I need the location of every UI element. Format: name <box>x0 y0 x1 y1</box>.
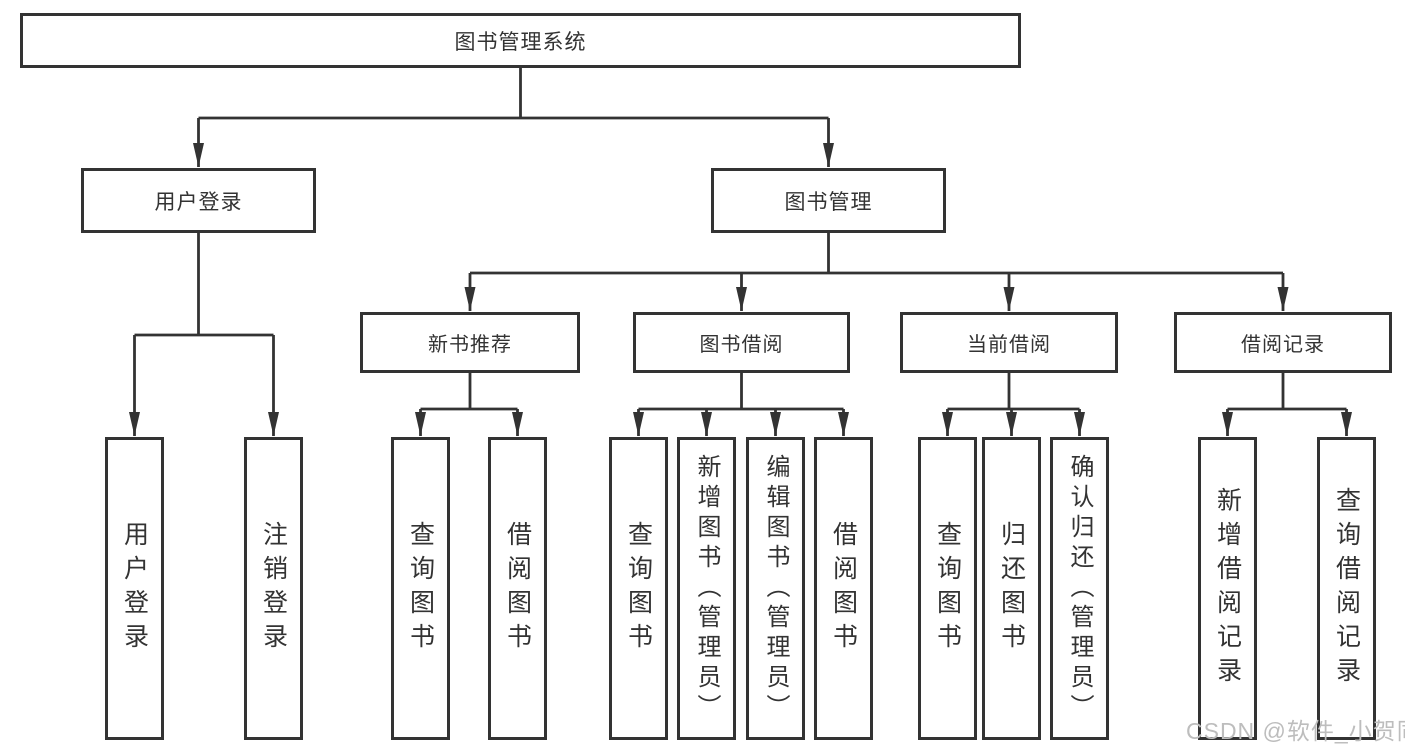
leaf-label: 编辑图书（管理员） <box>762 453 789 724</box>
csdn-watermark: CSDN @软件_小贺同学 <box>1186 718 1405 744</box>
leaf-label: 新增图书（管理员） <box>693 453 720 724</box>
leaf-label: 查询图书 <box>933 520 962 657</box>
leaf-records-add-record: 新增借阅记录 <box>1198 437 1257 740</box>
leaf-label: 借阅图书 <box>503 520 532 657</box>
leaf-records-query-record: 查询借阅记录 <box>1317 437 1376 740</box>
leaf-current-confirm-return-admin: 确认归还（管理员） <box>1050 437 1109 740</box>
leaf-label: 查询借阅记录 <box>1332 486 1361 691</box>
node-label: 新书推荐 <box>428 334 512 356</box>
node-label: 图书管理系统 <box>454 30 587 54</box>
leaf-user-login: 用户登录 <box>105 437 164 740</box>
leaf-label: 归还图书 <box>997 520 1026 657</box>
node-label: 当前借阅 <box>967 334 1051 356</box>
leaf-label: 借阅图书 <box>829 520 858 657</box>
node-library-management-system: 图书管理系统 <box>20 13 1021 68</box>
leaf-current-query-book: 查询图书 <box>918 437 977 740</box>
leaf-label: 确认归还（管理员） <box>1066 453 1093 724</box>
leaf-newrec-query-book: 查询图书 <box>391 437 450 740</box>
node-label: 图书管理 <box>784 190 873 214</box>
node-user-login: 用户登录 <box>81 168 316 233</box>
leaf-borrow-borrow-book: 借阅图书 <box>814 437 873 740</box>
leaf-borrow-edit-book-admin: 编辑图书（管理员） <box>746 437 805 740</box>
node-label: 借阅记录 <box>1241 334 1325 356</box>
leaf-current-return-book: 归还图书 <box>982 437 1041 740</box>
leaf-label: 查询图书 <box>624 520 653 657</box>
leaf-label: 新增借阅记录 <box>1213 486 1242 691</box>
leaf-label: 用户登录 <box>120 520 149 657</box>
leaf-label: 查询图书 <box>406 520 435 657</box>
leaf-borrow-add-book-admin: 新增图书（管理员） <box>677 437 736 740</box>
node-label: 图书借阅 <box>699 334 784 356</box>
node-book-borrow: 图书借阅 <box>633 312 850 373</box>
leaf-newrec-borrow-book: 借阅图书 <box>488 437 547 740</box>
leaf-label: 注销登录 <box>259 520 288 657</box>
leaf-logout: 注销登录 <box>244 437 303 740</box>
node-borrow-records: 借阅记录 <box>1174 312 1392 373</box>
node-new-book-recommend: 新书推荐 <box>360 312 580 373</box>
node-book-management: 图书管理 <box>711 168 946 233</box>
node-label: 用户登录 <box>154 190 243 214</box>
leaf-borrow-query-book: 查询图书 <box>609 437 668 740</box>
node-current-borrow: 当前借阅 <box>900 312 1118 373</box>
